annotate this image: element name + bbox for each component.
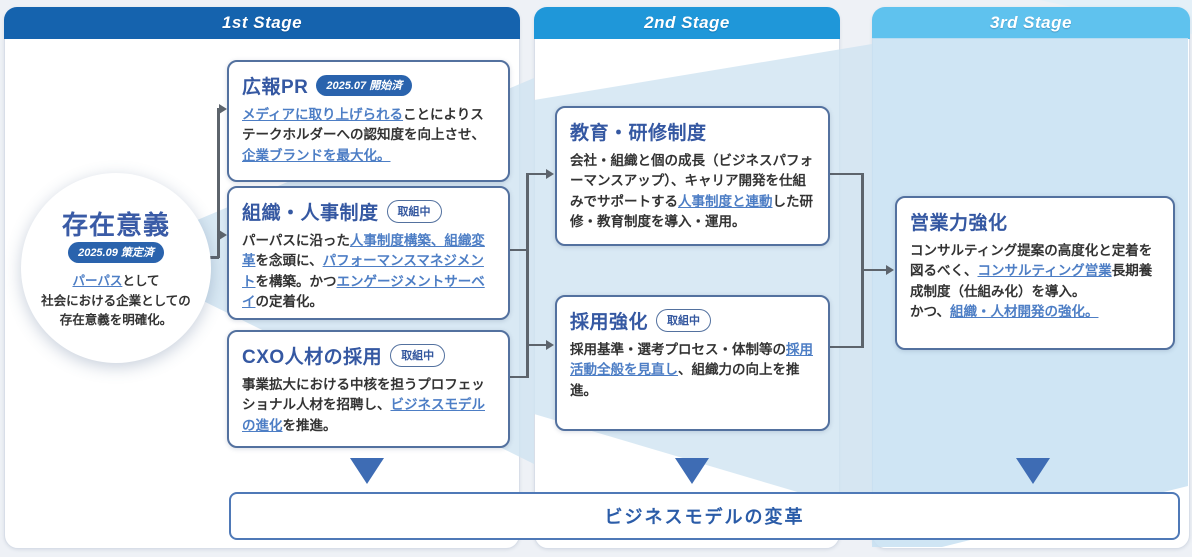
box-kyoiku-description: 会社・組織と個の成長（ビジネスパフォーマンスアップ）、キャリア開発を仕組みでサポ…: [570, 151, 815, 232]
stage-2-header: 2nd Stage: [534, 7, 840, 39]
box-jinji-title: 組織・人事制度: [242, 203, 379, 224]
connector-to-kyoiku: [526, 172, 548, 175]
inline-link[interactable]: 企業ブランドを最大化。: [242, 147, 391, 163]
box-eigyo: 営業力強化 コンサルティング提案の高度化と定着を図るべく、コンサルティング営業長…: [895, 196, 1175, 350]
box-cxo: CXO人材の採用 取組中 事業拡大における中核を担うプロフェッショナル人材を招聘…: [227, 330, 510, 448]
box-pr-description: メディアに取り上げられることによりステークホルダーへの認知度を向上させ、企業ブラ…: [242, 105, 495, 166]
box-kyoiku: 教育・研修制度 会社・組織と個の成長（ビジネスパフォーマンスアップ）、キャリア開…: [555, 106, 830, 246]
inline-link[interactable]: コンサルティング営業: [977, 263, 1112, 279]
purpose-date-badge: 2025.09 策定済: [68, 242, 164, 264]
box-kyoiku-title: 教育・研修制度: [570, 123, 707, 144]
connector-saiyo-out: [830, 345, 863, 348]
business-model-bar-label: ビジネスモデルの変革: [604, 507, 805, 527]
inline-text: として: [122, 274, 160, 289]
purpose-circle: 存在意義 2025.09 策定済 パーパスとして社会における企業としての存在意義…: [21, 173, 211, 363]
business-model-bar: ビジネスモデルの変革: [229, 492, 1180, 540]
down-triangle-stage2: [675, 458, 709, 484]
inline-text: 社会における企業としての: [41, 293, 191, 308]
box-pr-title: 広報PR: [242, 77, 309, 98]
connector-to-saiyo: [526, 343, 548, 346]
inline-text: の定着化。: [255, 293, 324, 309]
inline-text: 採用基準・選考プロセス・体制等の: [570, 342, 786, 357]
box-saiyo: 採用強化 取組中 採用基準・選考プロセス・体制等の採用活動全般を見直し、組織力の…: [555, 295, 830, 431]
arrowhead-to-saiyo: [546, 340, 554, 350]
box-saiyo-status-badge: 取組中: [656, 309, 712, 332]
box-eigyo-description: コンサルティング提案の高度化と定着を図るべく、コンサルティング営業長期養成制度（…: [910, 241, 1160, 322]
box-cxo-status-badge: 取組中: [390, 344, 446, 367]
box-jinji-description: パーパスに沿った人事制度構築、組織変革を念頭に、パフォーマンスマネジメントを構築…: [242, 231, 495, 312]
arrowhead-to-pr: [219, 104, 227, 114]
inline-text: を構築。かつ: [255, 273, 337, 289]
box-jinji: 組織・人事制度 取組中 パーパスに沿った人事制度構築、組織変革を念頭に、パフォー…: [227, 186, 510, 320]
arrowhead-to-kyoiku: [546, 169, 554, 179]
stage-3-header: 3rd Stage: [872, 7, 1190, 39]
connector-bus1-vertical: [526, 173, 529, 378]
inline-text: を念頭に、: [255, 253, 323, 269]
connector-kyoiku-out: [830, 172, 863, 175]
connector-bus2-vertical: [861, 173, 864, 348]
inline-link[interactable]: 組織・人材開発の強化。: [949, 303, 1099, 319]
box-saiyo-title: 採用強化: [570, 312, 649, 333]
inline-text: パーパスに沿った: [242, 233, 350, 248]
purpose-description: パーパスとして社会における企業としての存在意義を明確化。: [41, 272, 191, 330]
inline-link[interactable]: メディアに取り上げられる: [242, 107, 404, 122]
inline-link[interactable]: 人事制度と連動: [678, 193, 773, 209]
stage-1-header: 1st Stage: [4, 7, 520, 39]
inline-text: を推進。: [282, 417, 337, 433]
purpose-title: 存在意義: [61, 210, 170, 241]
connector-to-eigyo: [861, 268, 888, 271]
inline-link[interactable]: パーパス: [72, 274, 123, 289]
box-jinji-status-badge: 取組中: [386, 200, 442, 223]
box-cxo-title: CXO人材の採用: [242, 347, 383, 368]
arrowhead-to-eigyo: [886, 265, 894, 275]
down-triangle-stage3: [1016, 458, 1050, 484]
box-saiyo-description: 採用基準・選考プロセス・体制等の採用活動全般を見直し、組織力の向上を推進。: [570, 340, 815, 401]
inline-text: 存在意義を明確化。: [59, 313, 173, 328]
box-eigyo-title: 営業力強化: [910, 213, 1008, 234]
inline-text: かつ、: [910, 303, 950, 319]
box-pr: 広報PR 2025.07 開始済 メディアに取り上げられることによりステークホル…: [227, 60, 510, 182]
box-pr-status-badge: 2025.07 開始済: [316, 75, 413, 96]
box-cxo-description: 事業拡大における中核を担うプロフェッショナル人材を招聘し、ビジネスモデルの進化を…: [242, 375, 495, 436]
arrowhead-to-jinji: [219, 230, 227, 240]
down-triangle-stage1: [350, 458, 384, 484]
